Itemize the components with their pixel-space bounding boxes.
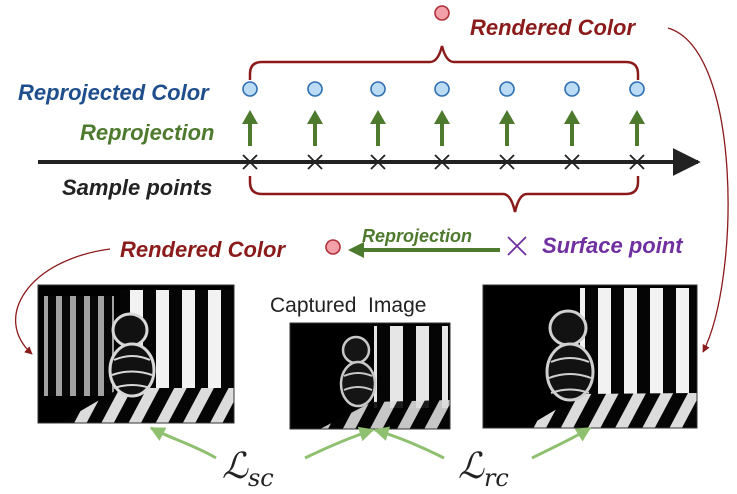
captured-image (289, 322, 451, 430)
reprojection-arrow-head (564, 110, 580, 124)
sample-column (370, 81, 386, 170)
sample-column (434, 81, 450, 170)
reprojected-image-left (37, 284, 235, 424)
loss-rc-label: ℒrc (458, 446, 509, 492)
rendered-to-left-image-arrow (14, 248, 111, 355)
reprojection-arrow-head (499, 110, 515, 124)
reprojection-lower-label: Reprojection (362, 226, 472, 246)
reprojection-arrow-head (307, 110, 323, 124)
rendered-to-right-image-arrow (667, 27, 729, 353)
reprojected-color-dot (242, 81, 258, 97)
surface-point-cross (507, 236, 527, 256)
sample-column (242, 81, 258, 170)
captured-image-label: Captured Image (270, 294, 426, 317)
rendered-color-dot-left (325, 239, 341, 255)
sample-column (564, 81, 580, 170)
reprojection-arrow-head (242, 110, 258, 124)
rendered-color-left-label: Rendered Color (120, 237, 286, 262)
reprojected-color-dot (434, 81, 450, 97)
reprojection-lower-arrow-head (348, 242, 364, 258)
reprojected-color-dot (629, 81, 645, 97)
reprojected-color-dot (499, 81, 515, 97)
reprojection-arrow-head (434, 110, 450, 124)
loss-rc-arc-left (373, 426, 445, 460)
reprojection-arrow-head (629, 110, 645, 124)
rendered-color-dot-top (434, 5, 450, 21)
bottom-brace (248, 176, 640, 213)
reprojection-upper-label: Reprojection (80, 120, 214, 145)
reprojected-color-dot (370, 81, 386, 97)
sample-column (629, 81, 645, 170)
sample-column (499, 81, 515, 170)
top-brace (248, 45, 640, 80)
reprojection-arrow-head (370, 110, 386, 124)
reprojected-color-dot (307, 81, 323, 97)
rendered-image-right (482, 284, 698, 429)
loss-sc-label: ℒsc (222, 446, 274, 492)
loss-sc-arc-right (304, 426, 375, 460)
loss-rc-arc-right (531, 426, 592, 460)
loss-sc-arc-left (149, 426, 217, 460)
sample-column (307, 81, 323, 170)
rendered-color-top-label: Rendered Color (470, 15, 636, 40)
sample-points-label: Sample points (62, 175, 212, 200)
reprojected-color-label: Reprojected Color (18, 80, 210, 105)
surface-point-label: Surface point (542, 233, 684, 258)
reprojected-color-dot (564, 81, 580, 97)
